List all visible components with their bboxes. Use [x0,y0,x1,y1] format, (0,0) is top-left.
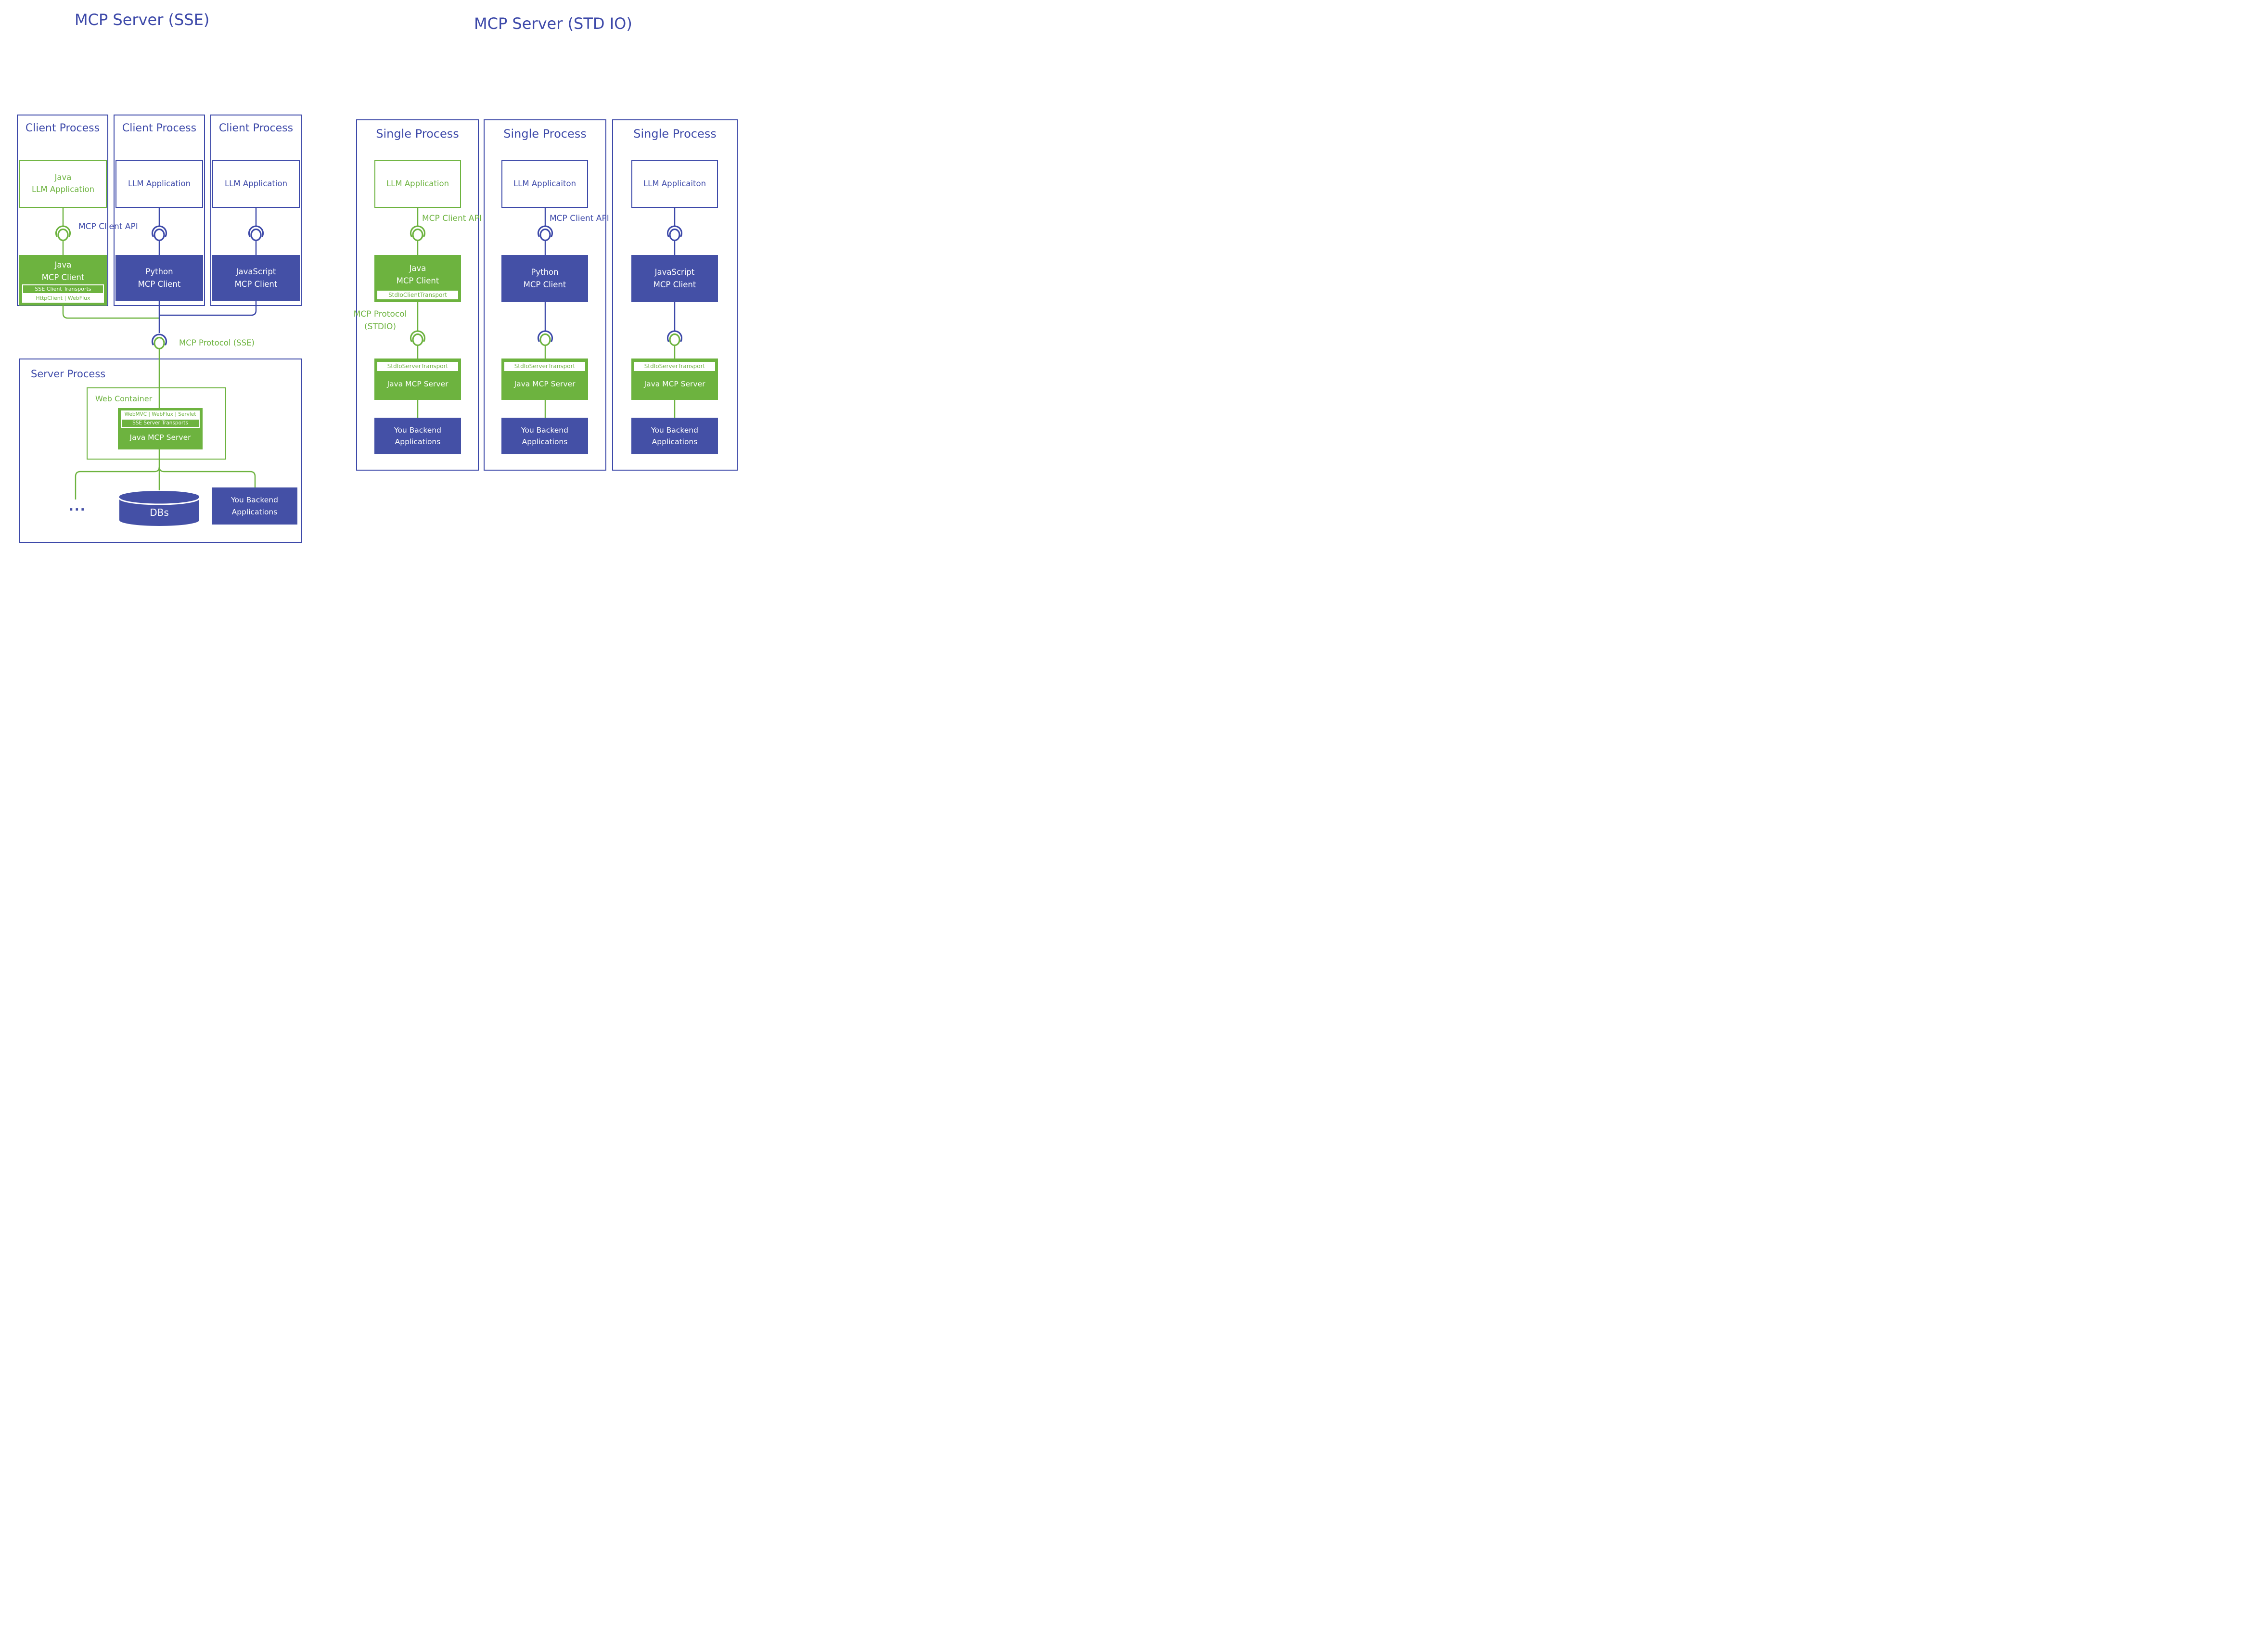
client-label-line: Python [531,268,559,277]
process-title: Client Process [218,122,294,134]
client-label-line: MCP Client [396,276,439,285]
app-label-line: LLM Application [386,179,449,188]
process-title: Single Process [503,127,587,141]
java-mcp-client-box: Java MCP Client SSE Client Transports Ht… [19,255,107,306]
db-label: DBs [150,507,169,518]
java-mcp-server-box: WebMVC | WebFlux | Servlet SSE Server Tr… [118,408,203,449]
client-label-line: MCP Client [41,273,85,282]
backend-label-line: You Backend [394,425,441,435]
app-label-line: LLM Application [224,179,288,188]
backend-applications-box: You Backend Applications [631,418,718,454]
mcp-protocol-sse-label: MCP Protocol (SSE) [179,338,255,347]
javascript-mcp-client-box: JavaScript MCP Client [631,255,718,302]
backend-label-line: You Backend [521,425,568,435]
java-mcp-server-box: StdIoServerTransport Java MCP Server [374,359,461,400]
server-process-title: Server Process [31,368,106,380]
stdio-server-transport-strip: StdIoServerTransport [504,362,585,371]
process-title: Single Process [376,127,459,141]
java-llm-application-box: Java LLM Application [19,160,107,208]
backend-applications-box: You Backend Applications [212,487,297,525]
server-label: Java MCP Server [514,380,576,389]
llm-application-box: LLM Applicaiton [631,160,718,208]
protocol-label-line: MCP Protocol [353,309,407,319]
webmvc-webflux-servlet-strip: WebMVC | WebFlux | Servlet [121,410,200,419]
mcp-client-api-label: MCP Client API [78,222,138,231]
java-mcp-server-box: StdIoServerTransport Java MCP Server [631,359,718,400]
client-label-line: JavaScript [236,267,276,276]
backend-label-line: You Backend [231,496,278,505]
client-label-line: MCP Client [653,280,696,289]
right-diagram-title: MCP Server (STD IO) [474,14,632,33]
left-diagram-title: MCP Server (SSE) [75,11,210,29]
single-process-box-1: Single Process [356,119,479,471]
stdio-server-transport-strip: StdIoServerTransport [377,362,458,371]
python-mcp-client-box: Python MCP Client [501,255,588,302]
server-label: Java MCP Server [387,380,448,389]
server-label: Java MCP Server [129,433,191,442]
database-cylinder-icon: DBs [118,490,201,527]
backend-label-line: Applications [231,507,278,516]
client-label-line: MCP Client [138,279,181,289]
server-label: Java MCP Server [644,380,705,389]
mcp-protocol-stdio-label: MCP Protocol (STDIO) [344,308,416,333]
web-container-box: Web Container [87,387,226,460]
java-mcp-client-box: Java MCP Client StdIoClientTransport [374,255,461,302]
java-mcp-server-box: StdIoServerTransport Java MCP Server [501,359,588,400]
app-label-line: LLM Application [31,185,95,194]
web-container-title: Web Container [95,394,153,403]
client-process-box-3: Client Process [210,115,302,306]
app-label-line: Java [54,173,72,182]
mcp-client-api-label: MCP Client API [422,214,482,223]
sse-server-transports-strip: SSE Server Transports [121,419,200,428]
single-process-box-2: Single Process [484,119,606,471]
llm-application-box: LLM Application [115,160,203,208]
client-label-line: MCP Client [523,280,566,289]
stdio-client-transport-strip: StdIoClientTransport [377,291,458,299]
client-label-line: Java [409,264,426,273]
python-mcp-client-box: Python MCP Client [115,255,203,301]
app-label-line: LLM Applicaiton [513,179,577,188]
process-title: Client Process [122,122,197,134]
client-label-line: Python [145,267,173,276]
javascript-mcp-client-box: JavaScript MCP Client [212,255,300,301]
llm-application-box: LLM Application [212,160,300,208]
httpclient-webflux-strip: HttpClient | WebFlux [22,294,104,303]
backend-applications-box: You Backend Applications [501,418,588,454]
server-process-box: Server Process [19,359,302,543]
process-title: Single Process [633,127,717,141]
backend-label-line: Applications [652,437,698,446]
backend-applications-box: You Backend Applications [374,418,461,454]
diagram-canvas: MCP Server (SSE) MCP Server (STD IO) Cli… [0,0,747,551]
backend-label-line: You Backend [651,425,698,435]
app-label-line: LLM Application [128,179,191,188]
database-cylinder-shape [118,491,200,526]
protocol-label-line: (STDIO) [364,322,396,332]
llm-application-box: LLM Application [374,160,461,208]
process-title: Client Process [25,122,100,134]
ellipsis-text: ... [69,499,86,514]
client-label-line: JavaScript [654,268,695,277]
stdio-server-transport-strip: StdIoServerTransport [634,362,715,371]
client-label-line: MCP Client [234,279,278,289]
single-process-box-3: Single Process [612,119,738,471]
mcp-client-api-label: MCP Client API [550,214,609,223]
llm-application-box: LLM Applicaiton [501,160,588,208]
backend-label-line: Applications [395,437,441,446]
app-label-line: LLM Applicaiton [643,179,706,188]
sse-client-transports-strip: SSE Client Transports [22,284,104,294]
backend-label-line: Applications [522,437,568,446]
client-label-line: Java [54,260,72,270]
